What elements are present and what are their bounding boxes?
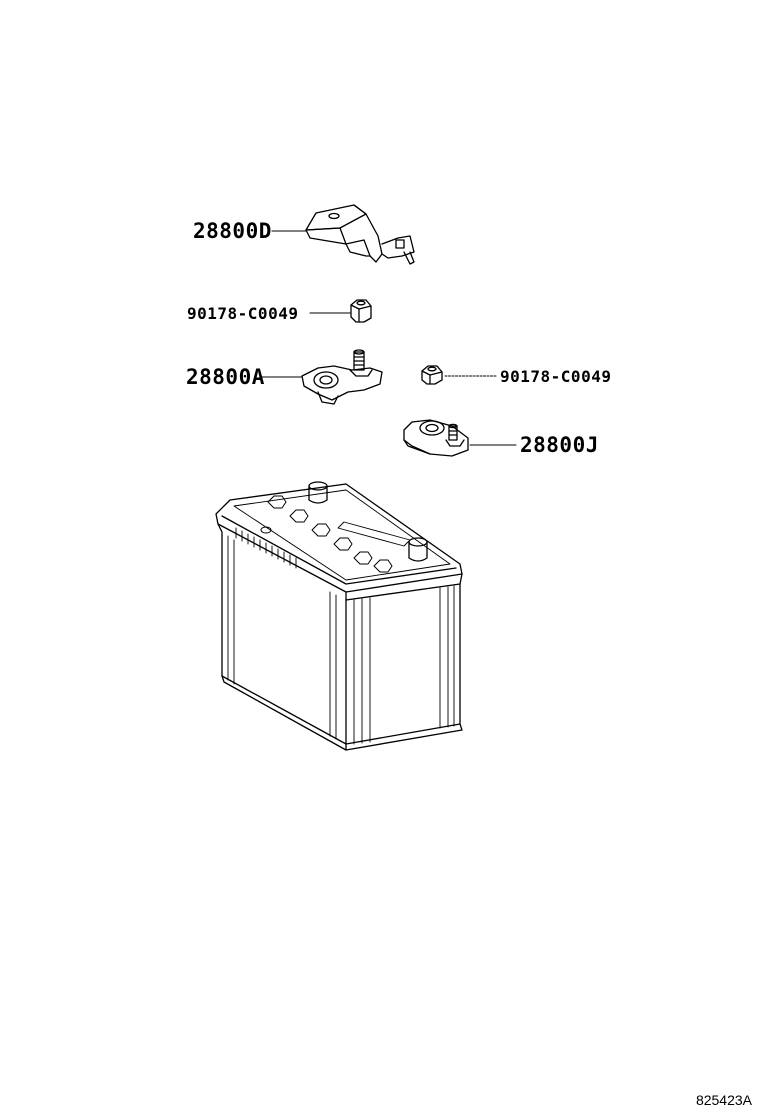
terminal-j-part <box>403 419 469 457</box>
nut-right-part <box>421 365 443 385</box>
battery-part <box>215 481 463 751</box>
terminal-cover-part <box>305 204 415 265</box>
callout-terminal-j-label: 28800J <box>520 433 599 457</box>
callout-cover-label: 28800D <box>193 219 272 243</box>
figure-number: 825423A <box>695 1092 752 1108</box>
callout-terminal-a-label: 28800A <box>186 365 265 389</box>
callout-nut-right-label: 90178-C0049 <box>500 367 612 386</box>
callout-nut-top-label: 90178-C0049 <box>187 304 299 323</box>
terminal-a-part <box>301 349 383 405</box>
leader-lines <box>261 230 517 446</box>
nut-top-part <box>350 299 372 323</box>
